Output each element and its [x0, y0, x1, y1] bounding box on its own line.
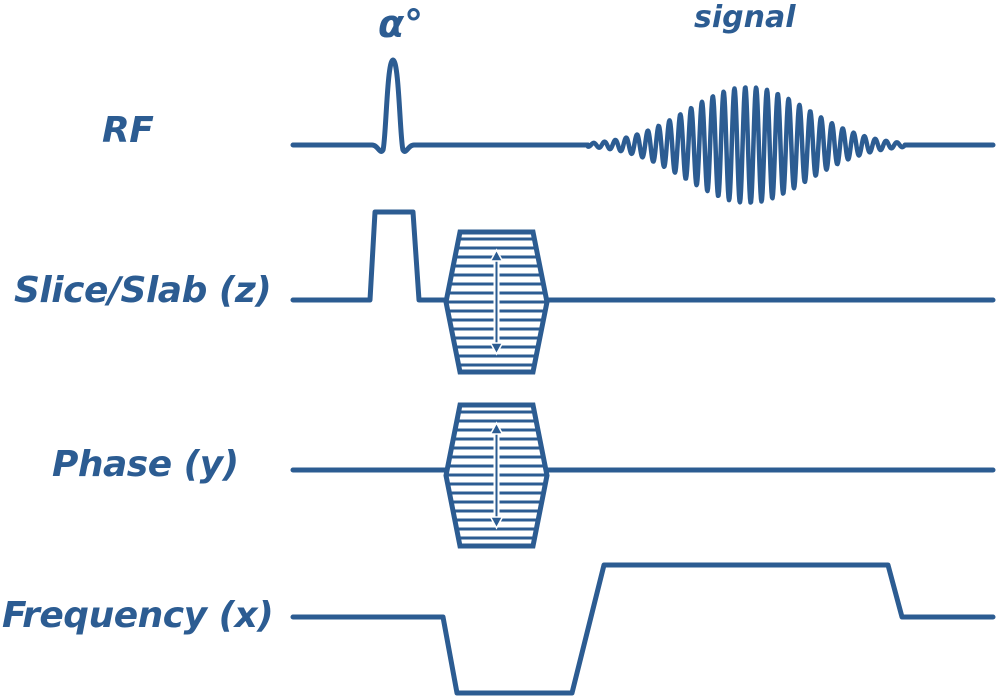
- slice-encode-table: [443, 229, 550, 375]
- slice-row-label: Slice/Slab (z): [14, 270, 272, 311]
- phase-encode-table: [443, 402, 550, 549]
- arrowhead-icon: [489, 248, 504, 262]
- flip-angle-label: α°: [378, 2, 424, 46]
- arrowhead-icon: [489, 342, 504, 356]
- rf-baseline-with-pulse: [290, 57, 591, 154]
- slice-gradient-line: [290, 209, 996, 303]
- frequency-row-label: Frequency (x): [2, 595, 274, 636]
- phase-row-label: Phase (y): [52, 444, 239, 485]
- frequency-gradient-line: [290, 562, 996, 696]
- rf-row-label: RF: [102, 110, 154, 151]
- arrowhead-icon: [489, 516, 504, 530]
- arrowhead-icon: [489, 421, 504, 435]
- rf-echo-signal: [585, 85, 908, 205]
- signal-label: signal: [694, 0, 796, 35]
